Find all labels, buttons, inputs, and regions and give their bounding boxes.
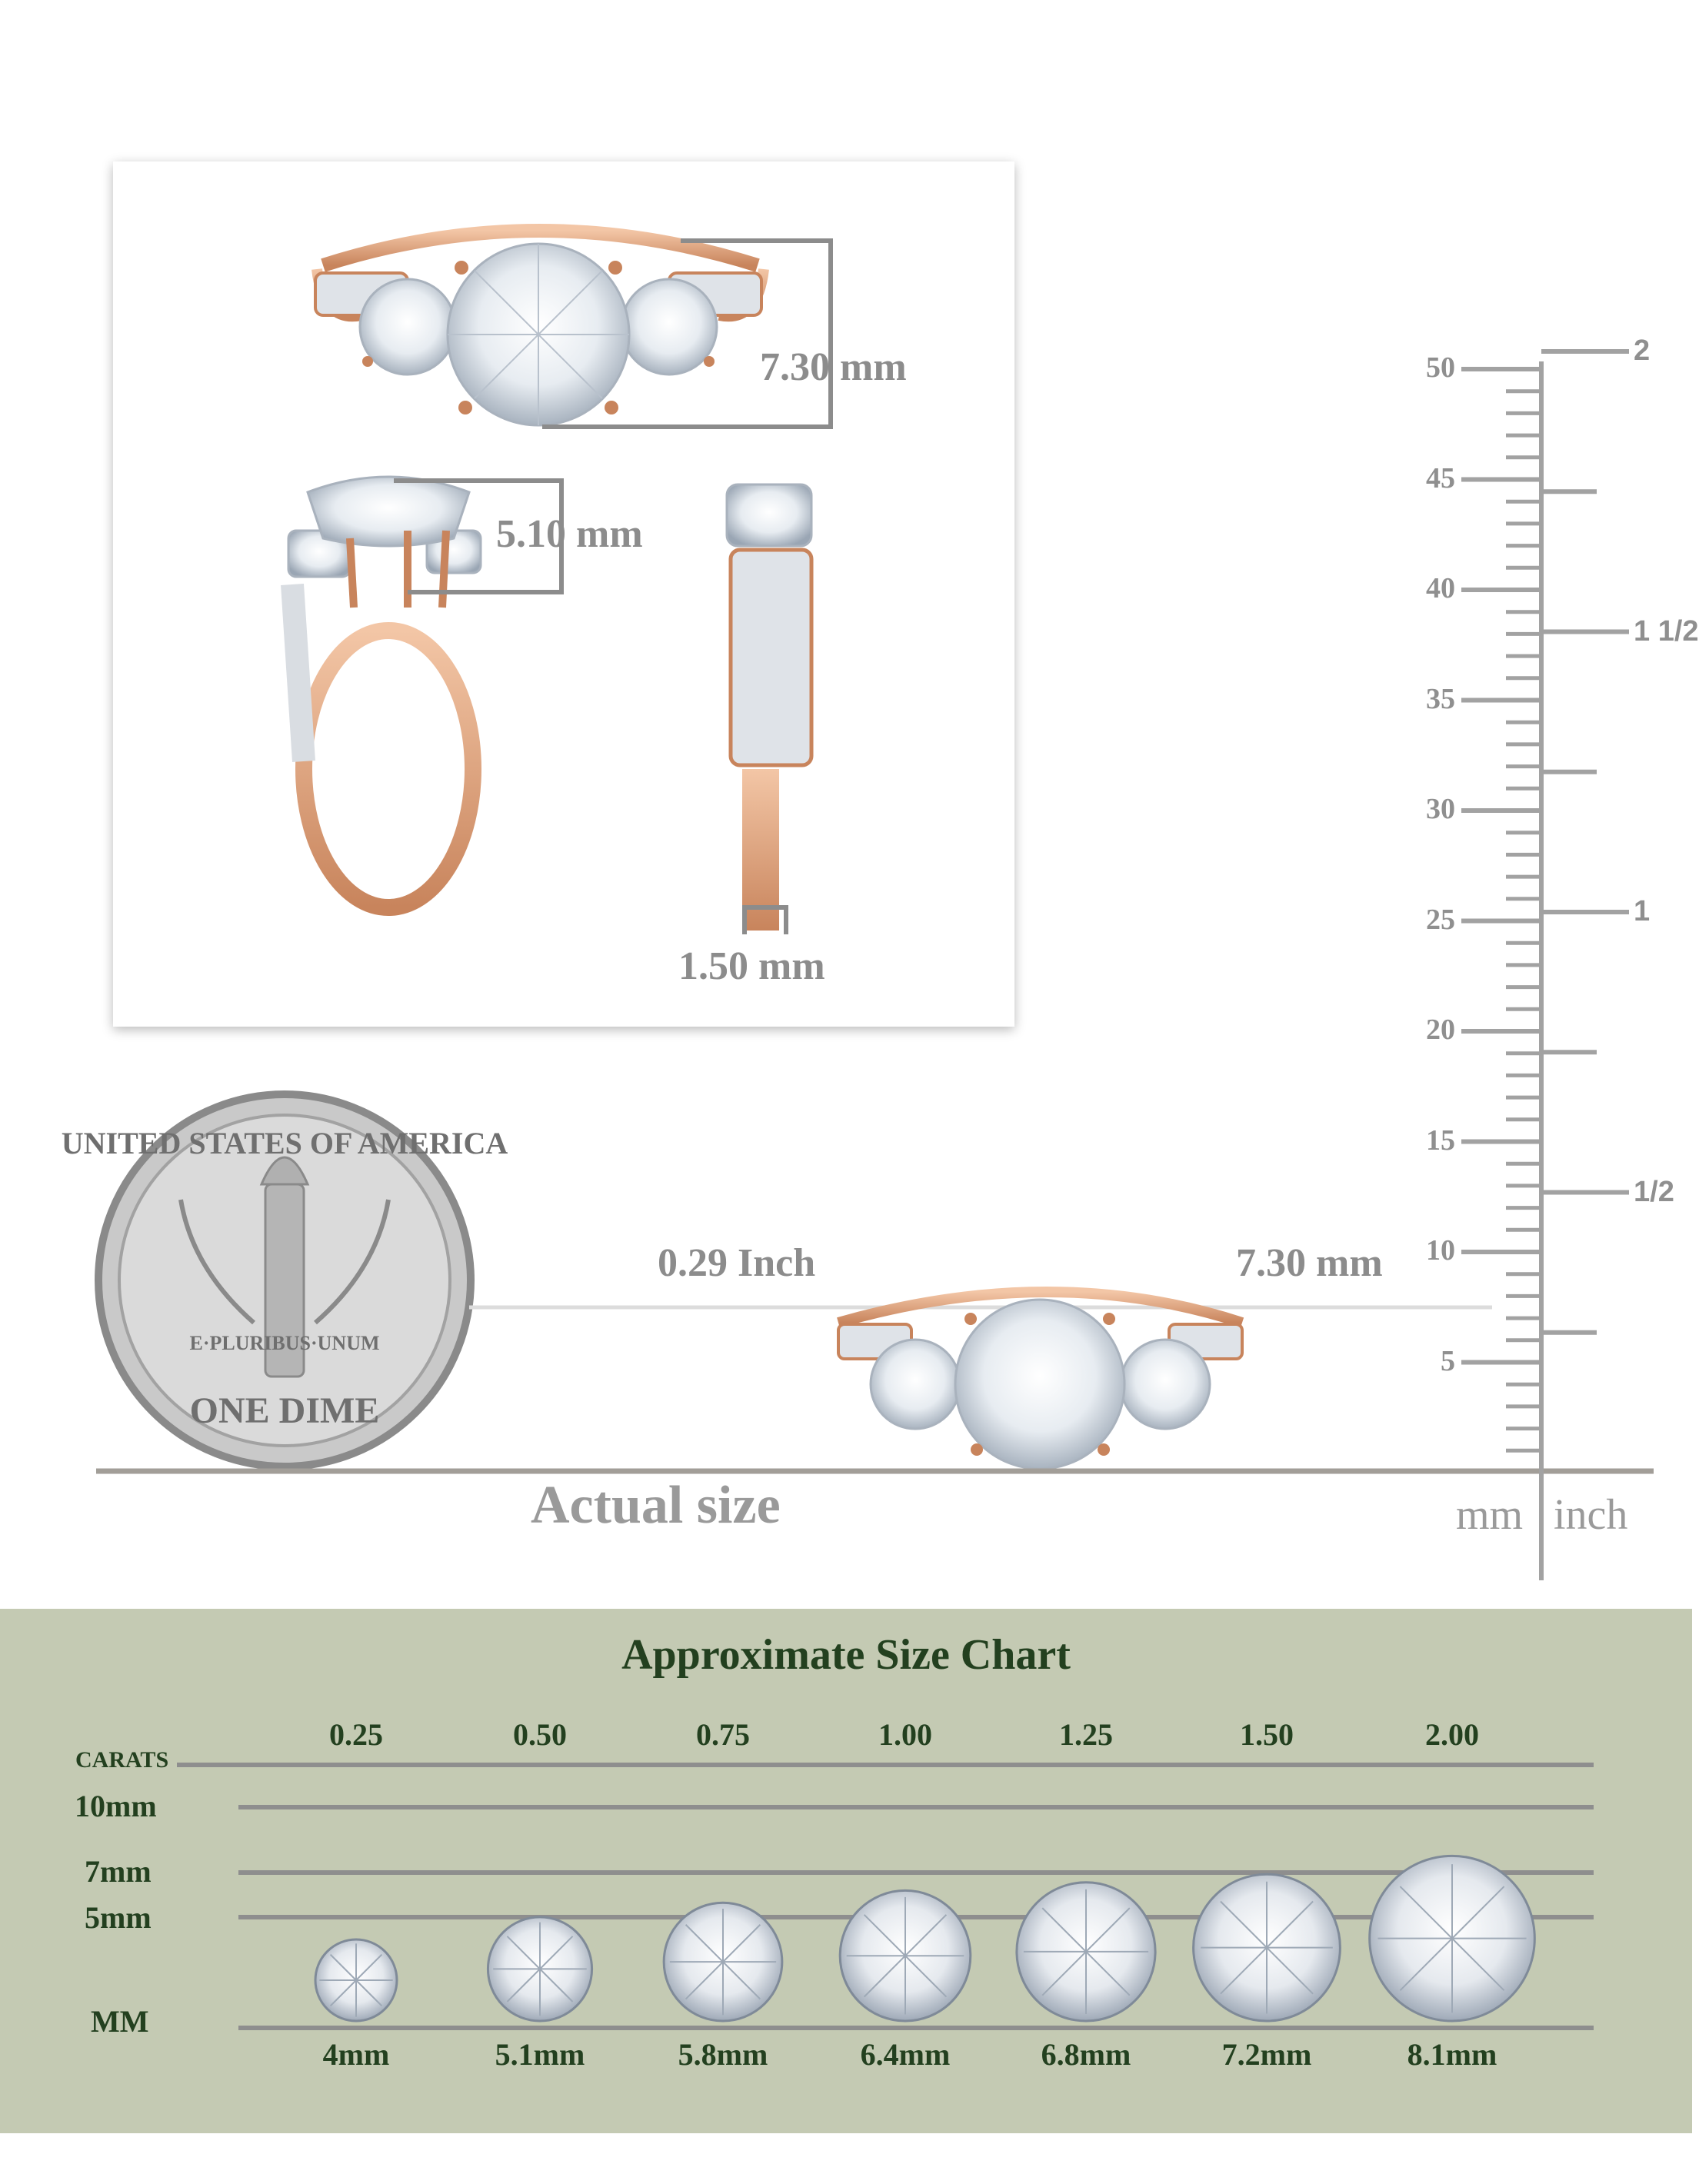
gridline-7mm	[238, 1870, 1594, 1875]
actual-size-label: Actual size	[531, 1476, 781, 1535]
mm-size-value: 5.8mm	[678, 2037, 768, 2072]
gem-facet-line	[863, 1914, 948, 1998]
size-chart-title: Approximate Size Chart	[621, 1631, 1071, 1679]
ruler-mm-number: 50	[1426, 351, 1455, 384]
actual-inch-label: 0.29 Inch	[658, 1241, 816, 1285]
carat-value: 1.00	[878, 1717, 932, 1752]
ruler-mm-number: 5	[1441, 1344, 1455, 1377]
coin-top-text: UNITED STATES OF AMERICA	[62, 1126, 508, 1160]
ruler-mm-number: 35	[1426, 682, 1455, 715]
carat-value: 0.25	[329, 1717, 383, 1752]
top-width-label: 7.30 mm	[760, 345, 907, 389]
carat-value: 1.50	[1240, 1717, 1294, 1752]
carats-line	[177, 1763, 1594, 1767]
coin-motto: E·PLURIBUS·UNUM	[189, 1332, 379, 1354]
gem-facet-line	[329, 1953, 383, 2007]
ruler-inch-number: 1/2	[1634, 1175, 1674, 1208]
mm-size-value: 5.1mm	[495, 2037, 585, 2072]
mm-row-label: MM	[91, 2004, 149, 2039]
mm-size-value: 7.2mm	[1221, 2037, 1312, 2072]
width-bracket	[542, 238, 833, 429]
coin-bottom-text: ONE DIME	[190, 1390, 380, 1431]
gem-facet-line	[506, 1936, 574, 2003]
ruler-mm-number: 10	[1426, 1234, 1455, 1267]
ruler-mm-number: 30	[1426, 793, 1455, 825]
gem-facet-line	[1220, 1900, 1314, 1995]
gem-facet-line	[1399, 1886, 1505, 1991]
carat-value: 2.00	[1425, 1717, 1479, 1752]
carat-value: 1.25	[1059, 1717, 1113, 1752]
ruler-inch-number: 1	[1634, 895, 1651, 928]
dime-coin	[95, 1090, 475, 1470]
ring-side-view	[281, 475, 482, 916]
ruler-mm-number: 45	[1426, 461, 1455, 494]
band-bracket	[742, 905, 788, 934]
carat-value: 0.75	[696, 1717, 750, 1752]
ruler-mm-number: 25	[1426, 903, 1455, 936]
ruler-mm-number: 15	[1426, 1124, 1455, 1157]
ruler-inch-label: inch	[1554, 1491, 1628, 1539]
mm-size-value: 8.1mm	[1407, 2037, 1497, 2072]
height-bracket	[394, 478, 564, 594]
mm-size-value: 6.4mm	[860, 2037, 951, 2072]
ring-profile-view	[725, 483, 814, 931]
ruler-inch-number: 2	[1634, 335, 1651, 368]
ruler-mm-label: mm	[1456, 1491, 1524, 1539]
row-label-5mm: 5mm	[85, 1900, 152, 1935]
ring-actual-size	[837, 1287, 1244, 1470]
carats-row-label: CARATS	[75, 1747, 169, 1773]
mm-size-value: 4mm	[322, 2037, 390, 2072]
row-label-10mm: 10mm	[75, 1789, 157, 1823]
actual-mm-label: 7.30 mm	[1236, 1241, 1383, 1285]
mm-baseline	[238, 2026, 1594, 2030]
gridline-10mm	[238, 1805, 1594, 1809]
ruler-inch-number: 1 1/2	[1634, 614, 1699, 648]
ruler-mm-number: 20	[1426, 1014, 1455, 1046]
ring-top-view	[311, 224, 769, 427]
gem-facet-line	[685, 1924, 761, 2000]
row-label-7mm: 7mm	[85, 1854, 152, 1889]
band-width-label: 1.50 mm	[678, 944, 825, 988]
ruler-mm-number: 40	[1426, 572, 1455, 604]
gem-facet-line	[1041, 1907, 1131, 1996]
carat-value: 0.50	[513, 1717, 567, 1752]
side-height-label: 5.10 mm	[496, 512, 643, 556]
ruler	[1461, 349, 1629, 1580]
mm-size-value: 6.8mm	[1041, 2037, 1131, 2072]
